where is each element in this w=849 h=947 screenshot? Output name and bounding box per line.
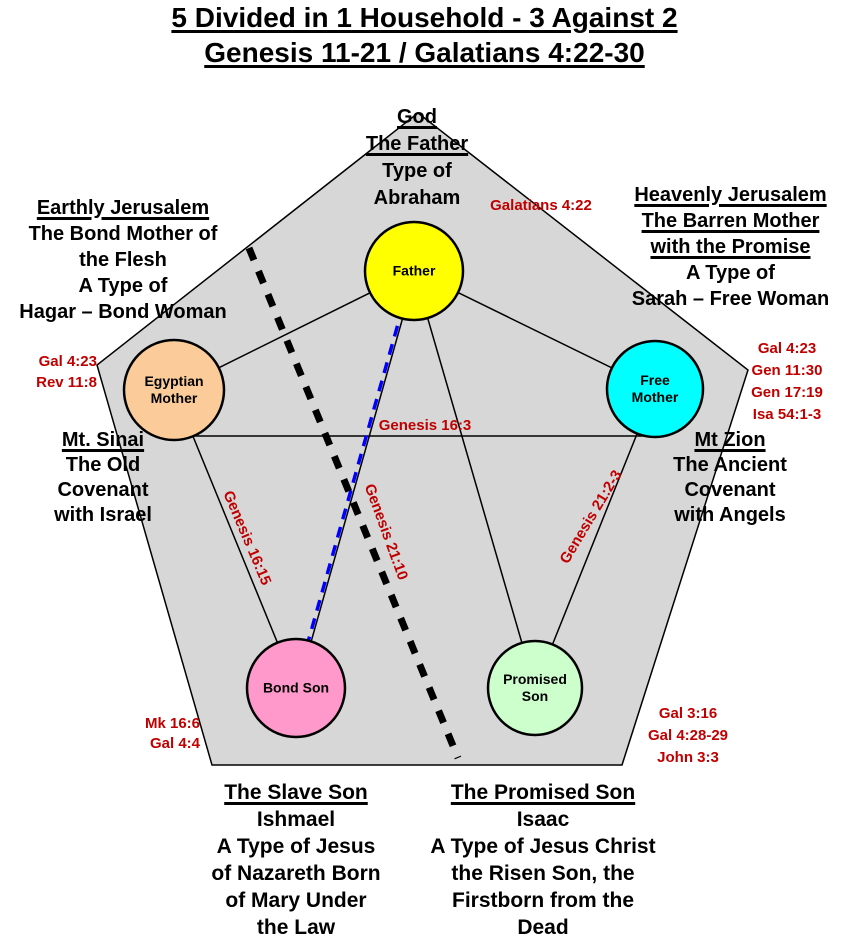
egyptian-mother-refs: Gal 4:23 Rev 11:8 [12, 351, 97, 393]
edge-egyptian-mother-bond-son [173, 389, 297, 689]
the-promised-son-line: The Promised Son [450, 781, 636, 804]
a-type-of-line: A Type of [686, 262, 775, 284]
the-father-line: The Father [365, 133, 469, 155]
type-of-line: Type of [382, 160, 452, 182]
father-node-label: Father [392, 262, 436, 279]
mt-zion-line: Mt Zion [694, 429, 766, 451]
earthly-jerusalem-line: Earthly Jerusalem [36, 197, 210, 219]
god-father-block: God The Father Type of Abraham [317, 104, 517, 212]
gal-3-16-ref: Gal 3:16 [658, 705, 718, 722]
abraham-line: Abraham [373, 187, 461, 209]
father-node-circle [363, 220, 465, 322]
sarah-free-woman-line: Sarah – Free Woman [631, 288, 830, 310]
the-flesh-line: the Flesh [79, 249, 167, 271]
john-3-3-ref: John 3:3 [657, 749, 719, 766]
heavenly-jerusalem-block: Heavenly Jerusalem The Barren Mother wit… [612, 182, 849, 312]
egyptian-mother-node-label: Egyptian Mother [144, 373, 204, 406]
god-line: God [397, 106, 437, 128]
a-type-of-line: A Type of [78, 275, 168, 297]
risen-son-line: the Risen Son, the [451, 862, 635, 885]
the-law-line: the Law [256, 916, 336, 939]
genesis-16-3-edge-label: Genesis 16:3 [378, 417, 472, 434]
the-old-line: The Old [65, 454, 141, 476]
egyptian-mother-node-circle [122, 338, 226, 442]
bond-son-node-label: Bond Son [262, 679, 330, 696]
slave-son-block: The Slave Son Ishmael A Type of Jesus of… [161, 779, 431, 941]
bond-son-refs: Mk 16:6 Gal 4:4 [115, 714, 200, 754]
type-of-jesus-line: A Type of Jesus [216, 835, 376, 858]
gal-4-4-ref: Gal 4:4 [149, 735, 200, 752]
bond-son-node-circle [245, 637, 347, 739]
promised-son-block: The Promised Son Isaac A Type of Jesus C… [403, 779, 683, 941]
mt-sinai-block: Mt. Sinai The Old Covenant with Israel [13, 428, 193, 528]
edge-father-bond-son-blue-dashed [293, 270, 415, 689]
title-line-1: 5 Divided in 1 Household - 3 Against 2 [171, 2, 678, 33]
heavenly-jerusalem-line: Heavenly Jerusalem [634, 184, 827, 206]
bond-mother-line: The Bond Mother of [28, 223, 218, 245]
barren-mother-line: The Barren Mother [641, 210, 820, 232]
division-dashed-line [245, 246, 462, 760]
isaac-line: Isaac [516, 808, 570, 831]
gen-11-30-ref: Gen 11:30 [751, 362, 823, 379]
of-mary-line: of Mary Under [225, 889, 367, 912]
isa-54-1-3-ref: Isa 54:1-3 [752, 406, 822, 423]
mt-zion-block: Mt Zion The Ancient Covenant with Angels [640, 428, 820, 528]
promised-son-refs: Gal 3:16 Gal 4:28-29 John 3:3 [632, 703, 744, 769]
edge-father-promised-son [413, 270, 536, 689]
hagar-bond-woman-line: Hagar – Bond Woman [19, 301, 227, 323]
of-nazareth-line: of Nazareth Born [211, 862, 381, 885]
type-of-jesus-christ-line: A Type of Jesus Christ [430, 835, 656, 858]
page-title: 5 Divided in 1 Household - 3 Against 2 G… [0, 0, 849, 70]
earthly-jerusalem-block: Earthly Jerusalem The Bond Mother of the… [2, 195, 244, 325]
with-israel-line: with Israel [54, 504, 152, 526]
the-slave-son-line: The Slave Son [224, 781, 368, 804]
free-mother-refs: Gal 4:23 Gen 11:30 Gen 17:19 Isa 54:1-3 [737, 338, 837, 426]
title-line-2: Genesis 11-21 / Galatians 4:22-30 [204, 37, 645, 68]
mt-sinai-line: Mt. Sinai [61, 429, 145, 451]
mk-16-6-ref: Mk 16:6 [144, 715, 200, 732]
covenant-line: Covenant [684, 479, 776, 501]
promised-son-node-label: Promised Son [503, 671, 567, 704]
edge-free-mother-promised-son [534, 388, 656, 689]
covenant-line: Covenant [57, 479, 149, 501]
free-mother-node-label: Free Mother [631, 372, 679, 405]
edge-father-bond-son-thin [297, 270, 417, 689]
gal-4-23-ref: Gal 4:23 [757, 340, 817, 357]
ishmael-line: Ishmael [256, 808, 336, 831]
dead-line: Dead [517, 916, 569, 939]
galatians-4-22-ref: Galatians 4:22 [490, 197, 592, 214]
promised-son-node-circle [486, 639, 584, 737]
gal-4-23-ref: Gal 4:23 [38, 353, 97, 370]
firstborn-line: Firstborn from the [452, 889, 634, 912]
with-the-promise-line: with the Promise [650, 236, 811, 258]
gal-4-28-29-ref: Gal 4:28-29 [647, 727, 729, 744]
rev-11-8-ref: Rev 11:8 [36, 374, 97, 391]
with-angels-line: with Angels [674, 504, 786, 526]
gen-17-19-ref: Gen 17:19 [751, 384, 823, 401]
the-ancient-line: The Ancient [673, 454, 787, 476]
free-mother-node-circle [605, 339, 705, 439]
